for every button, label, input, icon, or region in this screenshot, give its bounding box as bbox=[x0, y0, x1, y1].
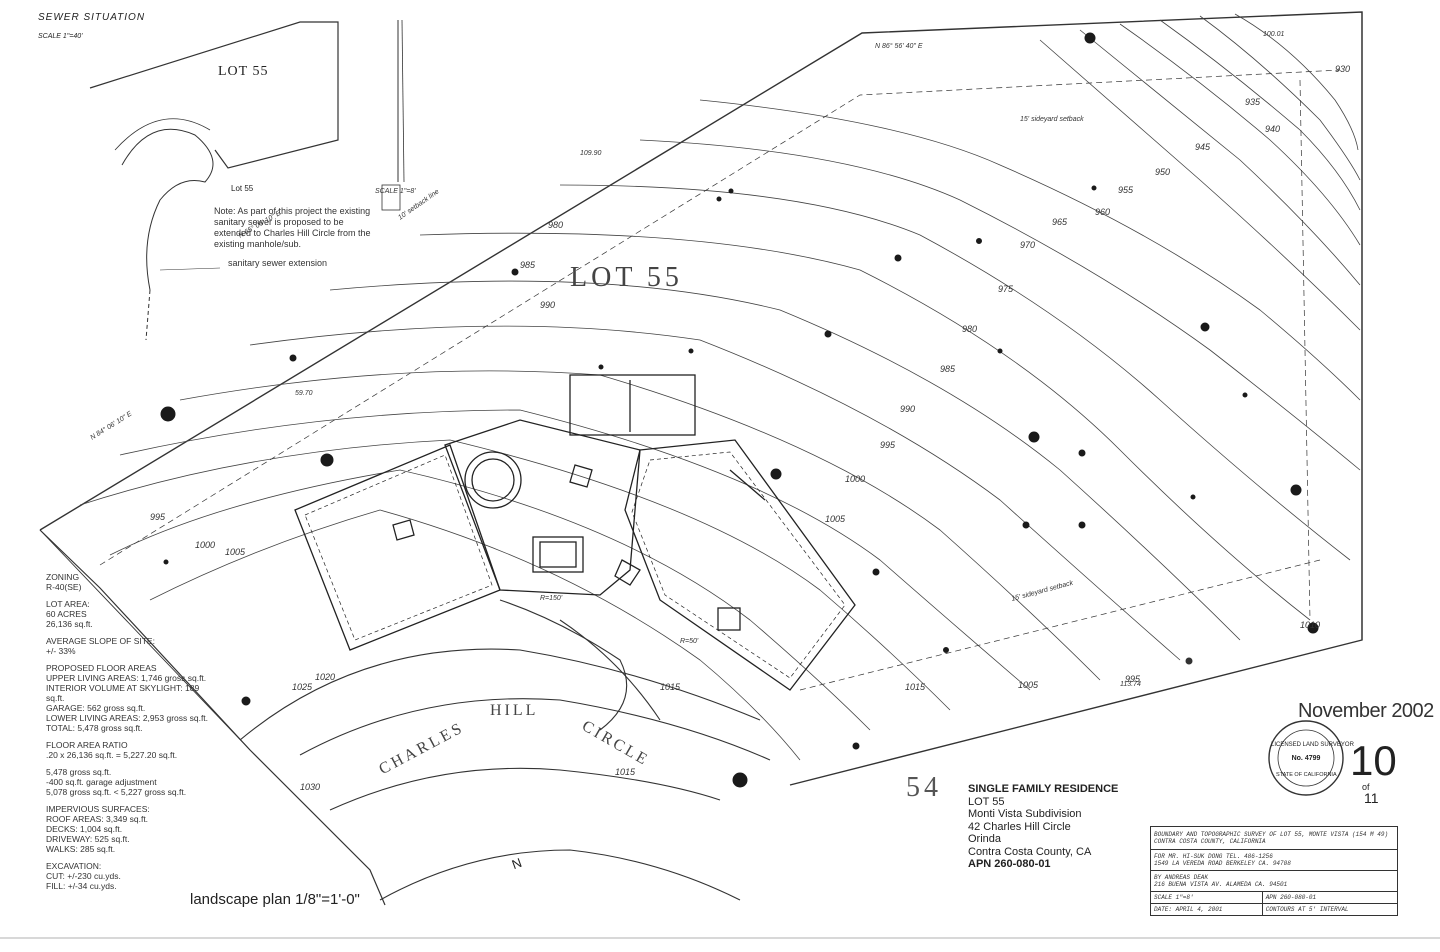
svg-text:960: 960 bbox=[1095, 207, 1110, 217]
sheet-total: 11 bbox=[1364, 790, 1379, 806]
svg-text:109.90: 109.90 bbox=[580, 150, 602, 157]
svg-text:59.70: 59.70 bbox=[295, 390, 313, 397]
svg-text:990: 990 bbox=[900, 404, 915, 414]
svg-text:1015: 1015 bbox=[660, 682, 681, 692]
sewer-inset-scale: SCALE 1"=40' bbox=[38, 33, 83, 40]
svg-text:1000: 1000 bbox=[195, 540, 215, 550]
note-slope: AVERAGE SLOPE OF SITE:+/- 33% bbox=[46, 636, 155, 656]
sewer-inset-lot-tag: Lot 55 bbox=[231, 184, 254, 193]
drawing-title: landscape plan 1/8"=1'-0" bbox=[190, 891, 360, 908]
survey-info-table: BOUNDARY AND TOPOGRAPHIC SURVEY OF LOT 5… bbox=[1150, 826, 1399, 916]
sewer-note: Note: As part of this project the existi… bbox=[214, 206, 371, 249]
svg-text:985: 985 bbox=[520, 260, 536, 270]
sewer-lot-boundary bbox=[89, 21, 339, 169]
svg-text:1030: 1030 bbox=[300, 782, 320, 792]
svg-text:R=50': R=50' bbox=[680, 638, 699, 645]
svg-text:985: 985 bbox=[940, 364, 956, 374]
sewer-inset-lot-label: LOT 55 bbox=[218, 64, 269, 79]
svg-text:15' sideyard setback: 15' sideyard setback bbox=[1020, 116, 1084, 123]
svg-text:SCALE 1"=8': SCALE 1"=8' bbox=[375, 188, 416, 195]
svg-text:955: 955 bbox=[1118, 185, 1134, 195]
svg-text:930: 930 bbox=[1335, 64, 1350, 74]
project-city: Orinda bbox=[968, 833, 1002, 845]
svg-text:R=150': R=150' bbox=[540, 595, 563, 602]
svg-text:1015: 1015 bbox=[905, 682, 926, 692]
project-address: 42 Charles Hill Circle bbox=[968, 820, 1071, 833]
svg-text:15' sideyard setback: 15' sideyard setback bbox=[1011, 580, 1075, 603]
svg-text:935: 935 bbox=[1245, 97, 1261, 107]
svg-text:1025: 1025 bbox=[292, 682, 313, 692]
project-county: Contra Costa County, CA bbox=[968, 845, 1092, 858]
project-title-block: SINGLE FAMILY RESIDENCE LOT 55 Monti Vis… bbox=[968, 783, 1118, 871]
seal-top-text: LICENSED LAND SURVEYOR bbox=[1271, 742, 1354, 748]
svg-text:113.74: 113.74 bbox=[1120, 681, 1141, 688]
svg-text:1015: 1015 bbox=[615, 767, 636, 777]
svg-text:1000: 1000 bbox=[845, 474, 865, 484]
seal-bottom-text: STATE OF CALIFORNIA bbox=[1276, 772, 1337, 778]
surveyor-seal bbox=[1268, 720, 1344, 796]
project-subdivision: Monti Vista Subdivision bbox=[968, 808, 1082, 820]
sheet-of: of bbox=[1362, 782, 1370, 792]
svg-text:995: 995 bbox=[1125, 674, 1141, 684]
svg-text:1005: 1005 bbox=[825, 514, 846, 524]
svg-text:975: 975 bbox=[998, 284, 1014, 294]
adjacent-lot-label: 54 bbox=[906, 772, 942, 803]
svg-text:980: 980 bbox=[548, 220, 563, 230]
svg-text:990: 990 bbox=[540, 300, 555, 310]
svg-text:940: 940 bbox=[1265, 124, 1280, 134]
svg-text:980: 980 bbox=[962, 324, 977, 334]
project-title: SINGLE FAMILY RESIDENCE bbox=[968, 783, 1119, 795]
lot-55-label: LOT 55 bbox=[570, 262, 683, 293]
svg-text:995: 995 bbox=[150, 512, 166, 522]
survey-annotations: N 86° 56' 40" E 100.01 109.90 N 65° 06' … bbox=[89, 31, 1285, 688]
contour-labels: 930 935 940 945 950 955 960 965 970 975 … bbox=[150, 64, 1350, 792]
project-lot: LOT 55 bbox=[968, 795, 1005, 808]
svg-text:945: 945 bbox=[1195, 142, 1211, 152]
table-row: BOUNDARY AND TOPOGRAPHIC SURVEY OF LOT 5… bbox=[1150, 826, 1398, 850]
note-excavation: EXCAVATION:CUT: +/-230 cu.yds.FILL: +/-3… bbox=[46, 861, 121, 891]
sewer-inset-title: SEWER SITUATION bbox=[38, 12, 146, 23]
drawing-date: November 2002 bbox=[1298, 700, 1434, 722]
contour-lines bbox=[79, 13, 1361, 761]
sewer-cul-de-sac bbox=[121, 128, 214, 291]
svg-text:1010: 1010 bbox=[1300, 620, 1320, 630]
house-footprint bbox=[294, 374, 856, 691]
table-row: SCALE 1"=8'APN 260-080-01 bbox=[1150, 891, 1399, 904]
svg-text:1005: 1005 bbox=[1018, 680, 1039, 690]
property-boundary bbox=[39, 11, 1363, 786]
note-far-calc: 5,478 gross sq.ft.-400 sq.ft. garage adj… bbox=[46, 767, 187, 797]
trees bbox=[160, 32, 1319, 788]
svg-text:1020: 1020 bbox=[315, 672, 335, 682]
svg-text:N 84° 06' 10" E: N 84° 06' 10" E bbox=[89, 410, 134, 442]
street-curves bbox=[239, 599, 771, 901]
seal-number: No. 4799 bbox=[1291, 755, 1321, 762]
project-apn: APN 260-080-01 bbox=[968, 858, 1051, 870]
sheet-number: 10 bbox=[1350, 737, 1397, 784]
svg-text:970: 970 bbox=[1020, 240, 1035, 250]
svg-text:100.01: 100.01 bbox=[1263, 31, 1285, 38]
svg-text:1005: 1005 bbox=[225, 547, 246, 557]
note-far: FLOOR AREA RATIO.20 x 26,136 sq.ft. = 5,… bbox=[46, 740, 178, 760]
svg-text:965: 965 bbox=[1052, 217, 1068, 227]
svg-text:950: 950 bbox=[1155, 167, 1170, 177]
svg-text:995: 995 bbox=[880, 440, 896, 450]
note-impervious: IMPERVIOUS SURFACES:ROOF AREAS: 3,349 sq… bbox=[46, 804, 150, 854]
sewer-extension-label: sanitary sewer extension bbox=[228, 258, 328, 268]
street-name-hill: HILL bbox=[490, 702, 539, 719]
svg-text:N 86° 56' 40" E: N 86° 56' 40" E bbox=[875, 42, 923, 50]
